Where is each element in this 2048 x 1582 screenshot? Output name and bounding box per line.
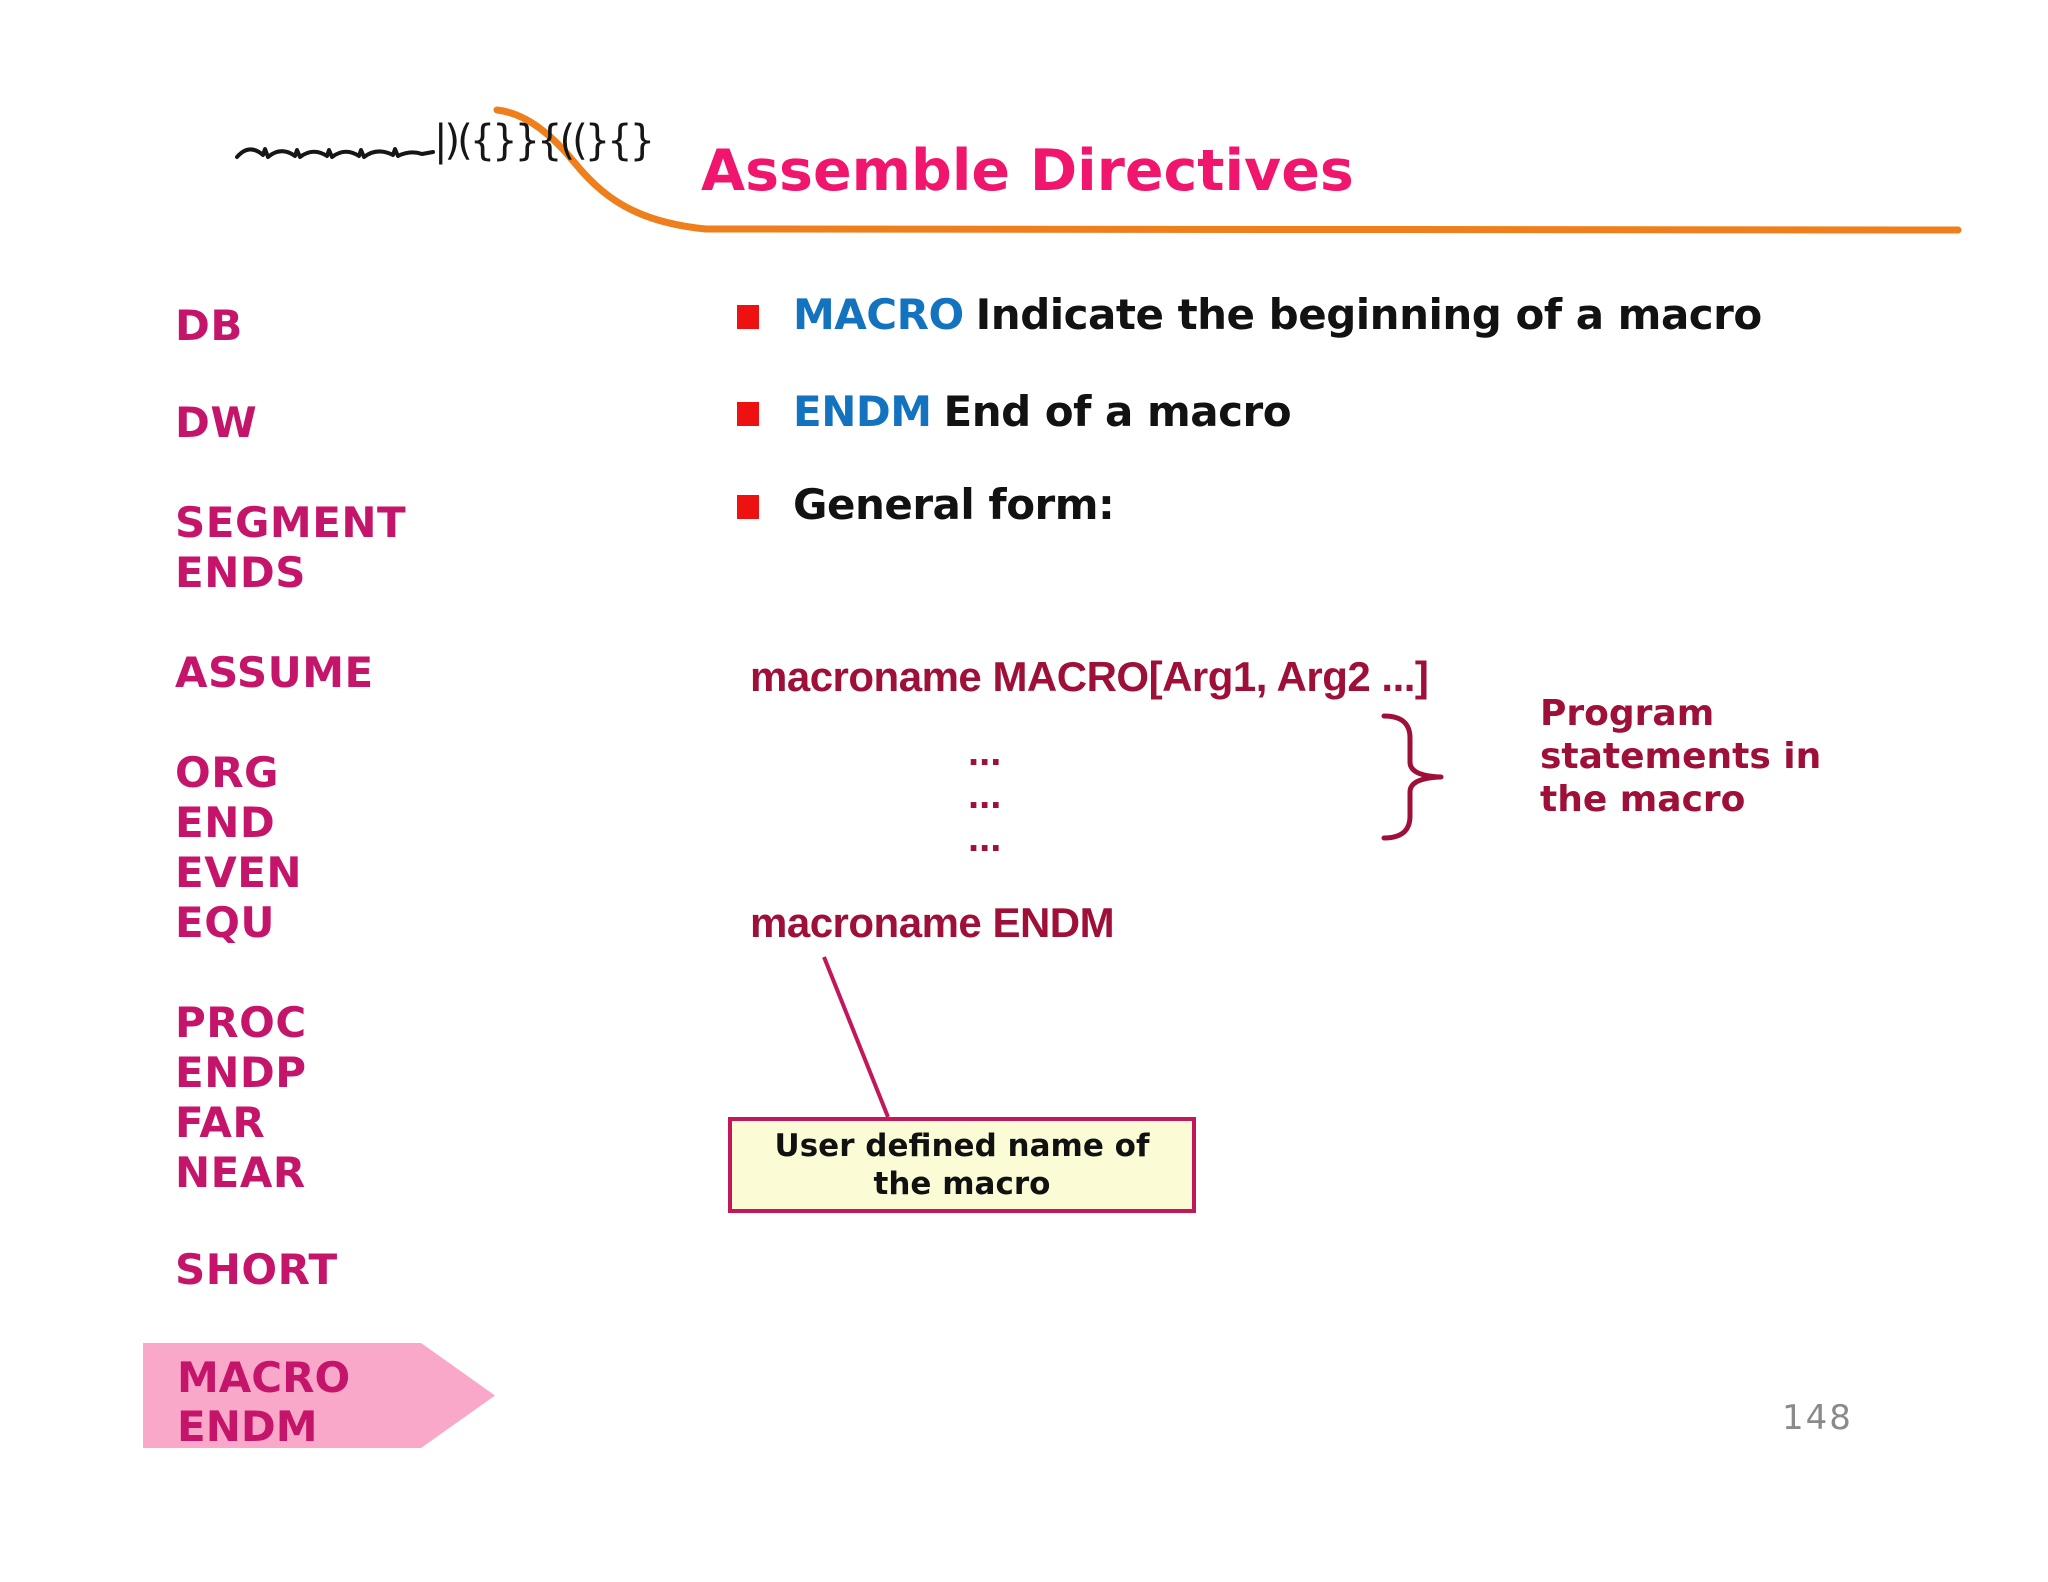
keyword-endm: ENDM (793, 387, 932, 436)
ellipsis-line: ... (968, 773, 1002, 817)
directive-item-equ: EQU (175, 898, 275, 947)
directive-item-org: ORG (175, 748, 280, 797)
directive-item-far: FAR (175, 1098, 266, 1147)
directive-item-assume: ASSUME (175, 648, 374, 697)
page-number: 148 (1782, 1398, 1853, 1438)
macro-close-line: macroname ENDM (750, 899, 1115, 946)
bullet-square-icon (737, 402, 759, 426)
directive-item-endm: ENDM (177, 1402, 318, 1451)
brace-icon (1381, 713, 1444, 841)
callout-text: User defined name of the macro (774, 1128, 1150, 1202)
directive-item-end: END (175, 798, 276, 847)
directive-item-dw: DW (175, 398, 258, 447)
directive-item-even: EVEN (175, 848, 303, 897)
bullet-general-form: General form: (737, 480, 1115, 530)
directive-item-macro: MACRO (177, 1353, 351, 1402)
callout-box: User defined name of the macro (728, 1117, 1196, 1213)
logo-wave-decoration (235, 147, 435, 159)
directive-item-near: NEAR (175, 1148, 306, 1197)
bullet-text: General form: (793, 480, 1115, 530)
bullet-description: General form: (793, 480, 1115, 529)
directive-item-proc: PROC (175, 998, 307, 1047)
bullet-description: End of a macro (943, 387, 1292, 436)
directive-item-segment: SEGMENT (175, 498, 407, 547)
directive-item-db: DB (175, 301, 243, 350)
directive-item-short: SHORT (175, 1245, 338, 1294)
brace-label: Program statements in the macro (1540, 693, 1822, 820)
keyword-macro: MACRO (793, 290, 964, 339)
page-title: Assemble Directives (701, 138, 1354, 204)
bullet-description: Indicate the beginning of a macro (975, 290, 1763, 339)
bullet-square-icon (737, 305, 759, 329)
bullet-square-icon (737, 495, 759, 519)
callout-pointer-line (822, 956, 890, 1118)
macro-endm-highlight-arrow: MACRO ENDM (143, 1343, 495, 1448)
ellipsis-line: ... (968, 816, 1002, 860)
macro-body-ellipsis: ... ... ... (968, 731, 1001, 860)
ellipsis-line: ... (968, 730, 1002, 774)
macro-open-line: macroname MACRO[Arg1, Arg2 ...] (750, 653, 1429, 700)
directive-item-endp: ENDP (175, 1048, 307, 1097)
logo-glyphs: |)({}}{((}{} (434, 116, 655, 166)
directive-item-ends: ENDS (175, 548, 306, 597)
